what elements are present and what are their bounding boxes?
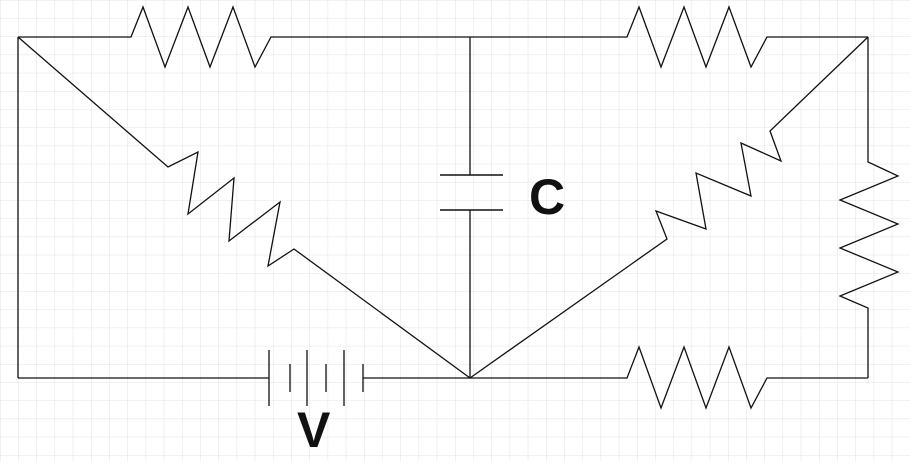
battery-label: V xyxy=(297,402,331,458)
bottom-right-resistor xyxy=(470,345,868,410)
left-diagonal-resistor xyxy=(17,36,471,379)
right-diagonal-resistor xyxy=(469,36,869,379)
top-left-resistor xyxy=(18,5,470,69)
capacitor-label: C xyxy=(529,169,566,225)
top-right-resistor xyxy=(470,5,868,69)
right-vertical-resistor xyxy=(838,37,900,378)
